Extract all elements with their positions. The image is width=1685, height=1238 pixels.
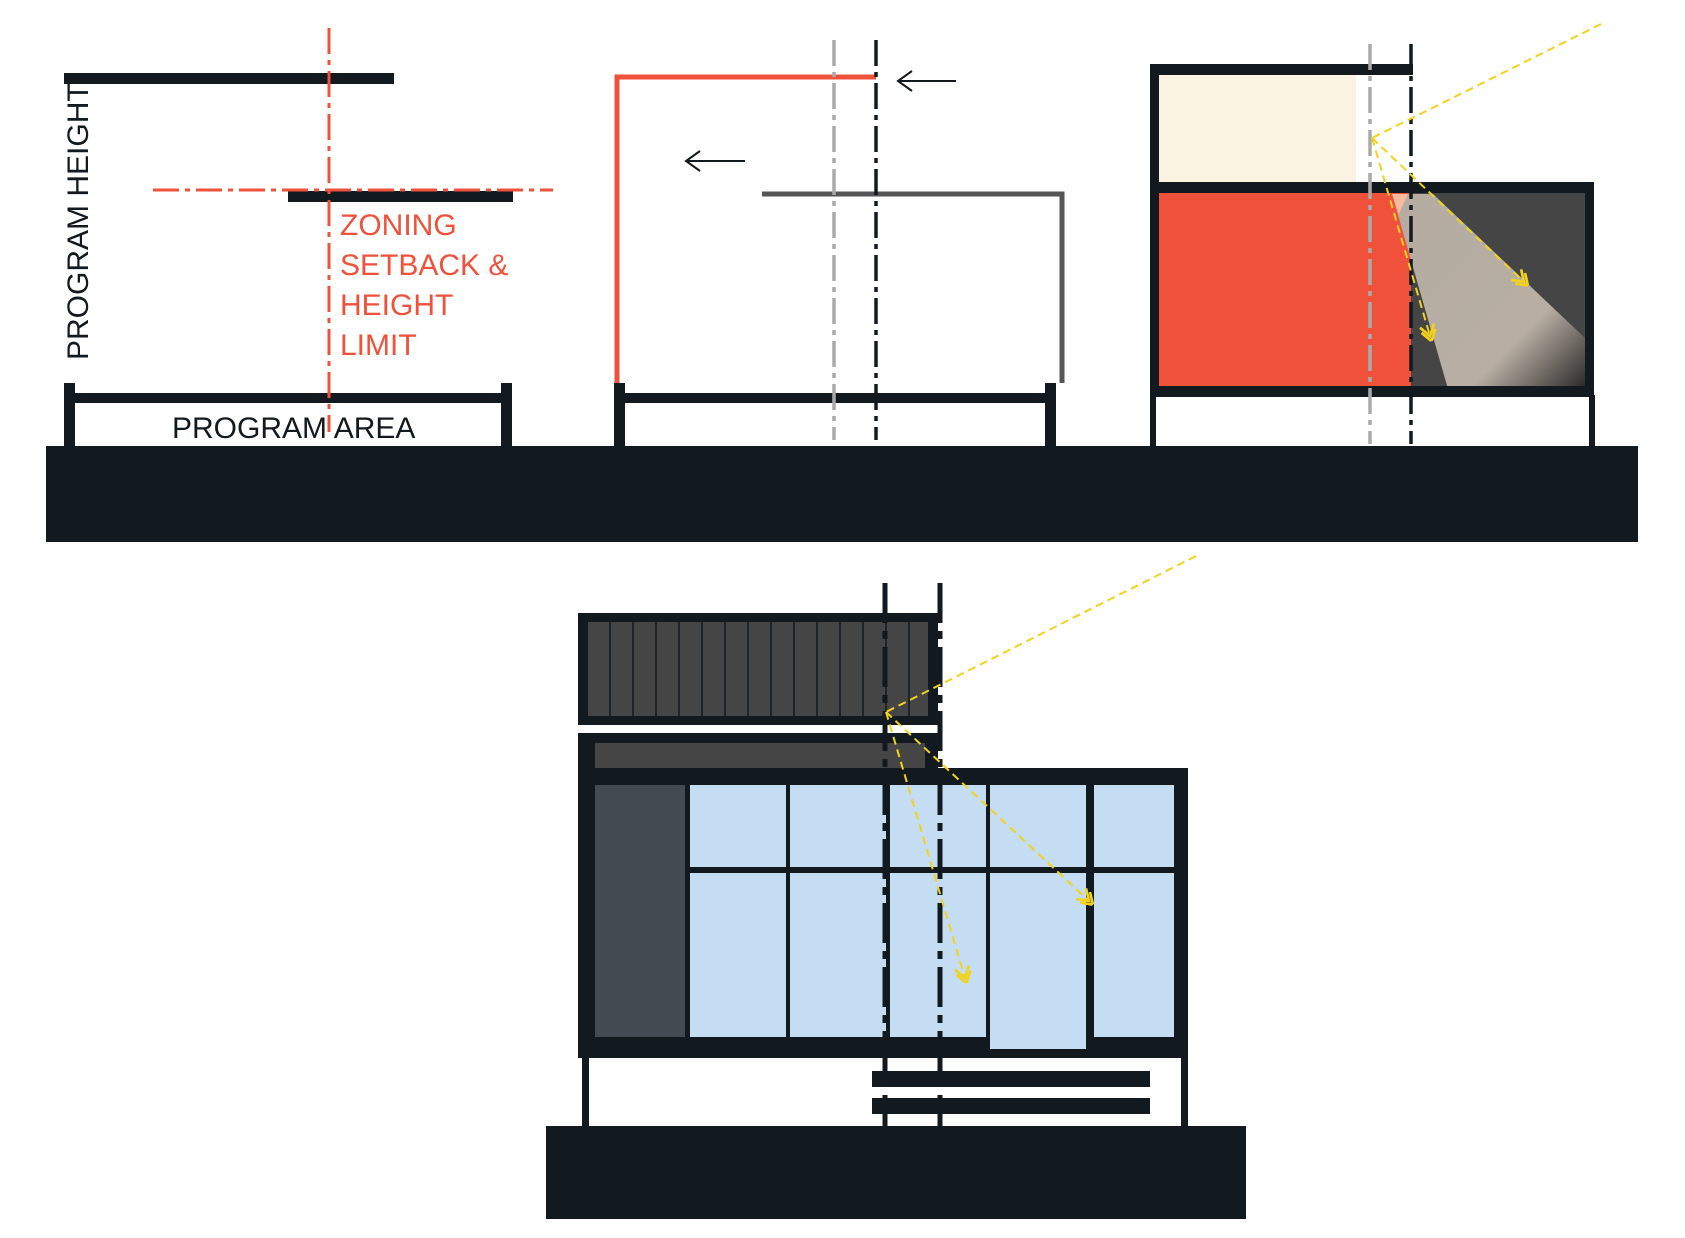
upper-volume-roof (1150, 64, 1413, 75)
fascia-panel (595, 743, 925, 769)
left-arrow-icon (896, 70, 956, 92)
light-study-right-post (1589, 395, 1595, 446)
massing-right-post (1045, 383, 1056, 446)
entry-door-glazing (990, 873, 1086, 1049)
cream-upper-volume (1158, 70, 1356, 184)
shifted-upper-volume-outline (614, 74, 876, 383)
slate-wall-panel (595, 785, 685, 1037)
zoning-label-line-3: HEIGHT (340, 289, 453, 322)
zoning-label-line-1: ZONING (340, 209, 457, 242)
elevation-sunlight-rays (885, 555, 1197, 978)
lower-volume-left-wall (1150, 182, 1159, 397)
stair-tread-upper (872, 1071, 1150, 1087)
panel-shifted-massing (614, 40, 1065, 446)
glazing-pane (1094, 785, 1174, 867)
upper-ground-slab (46, 446, 1638, 542)
massing-left-post (614, 383, 625, 446)
height-limit-bar (288, 191, 513, 202)
elevation-left-post (582, 1056, 589, 1128)
zoning-label-line-4: LIMIT (340, 329, 417, 362)
panel-light-study (1150, 23, 1602, 446)
glazing-pane (790, 785, 886, 867)
panel-elevation (578, 555, 1197, 1128)
zoning-label-line-2: SETBACK & (340, 249, 508, 282)
sunlight-rays (1371, 23, 1602, 336)
lower-ground-slab (546, 1126, 1246, 1219)
upper-volume-left-wall (1150, 64, 1159, 184)
program-area-left-post (64, 383, 75, 446)
glazing-pane (690, 785, 786, 867)
program-height-bar (64, 73, 394, 84)
panel-program-zoning: PROGRAM HEIGHT PROGRAM AREA ZONING SETBA… (62, 28, 553, 446)
light-study-left-post (1150, 395, 1156, 446)
upper-cladding-panel (588, 622, 928, 716)
stair-tread-lower (872, 1098, 1150, 1114)
glazing-pane (990, 785, 1086, 867)
lower-volume-bottom-beam (1150, 386, 1594, 397)
program-height-label: PROGRAM HEIGHT (62, 83, 95, 360)
elevation-right-post (1181, 1056, 1188, 1128)
glazing-pane (790, 873, 886, 1037)
glazing-pane (1094, 873, 1174, 1037)
left-arrow-icon (684, 150, 745, 172)
light-cone (1392, 194, 1585, 389)
lower-volume-right-wall (1585, 182, 1594, 397)
program-area-right-post (501, 383, 512, 446)
glazing-pane (690, 873, 786, 1037)
program-area-beam (66, 393, 511, 403)
light-cone-tip (1392, 194, 1408, 214)
original-volume-outline (762, 191, 1065, 383)
program-area-label: PROGRAM AREA (172, 412, 415, 445)
red-lower-volume (1158, 192, 1411, 389)
lower-volume-top-beam (1150, 182, 1594, 193)
